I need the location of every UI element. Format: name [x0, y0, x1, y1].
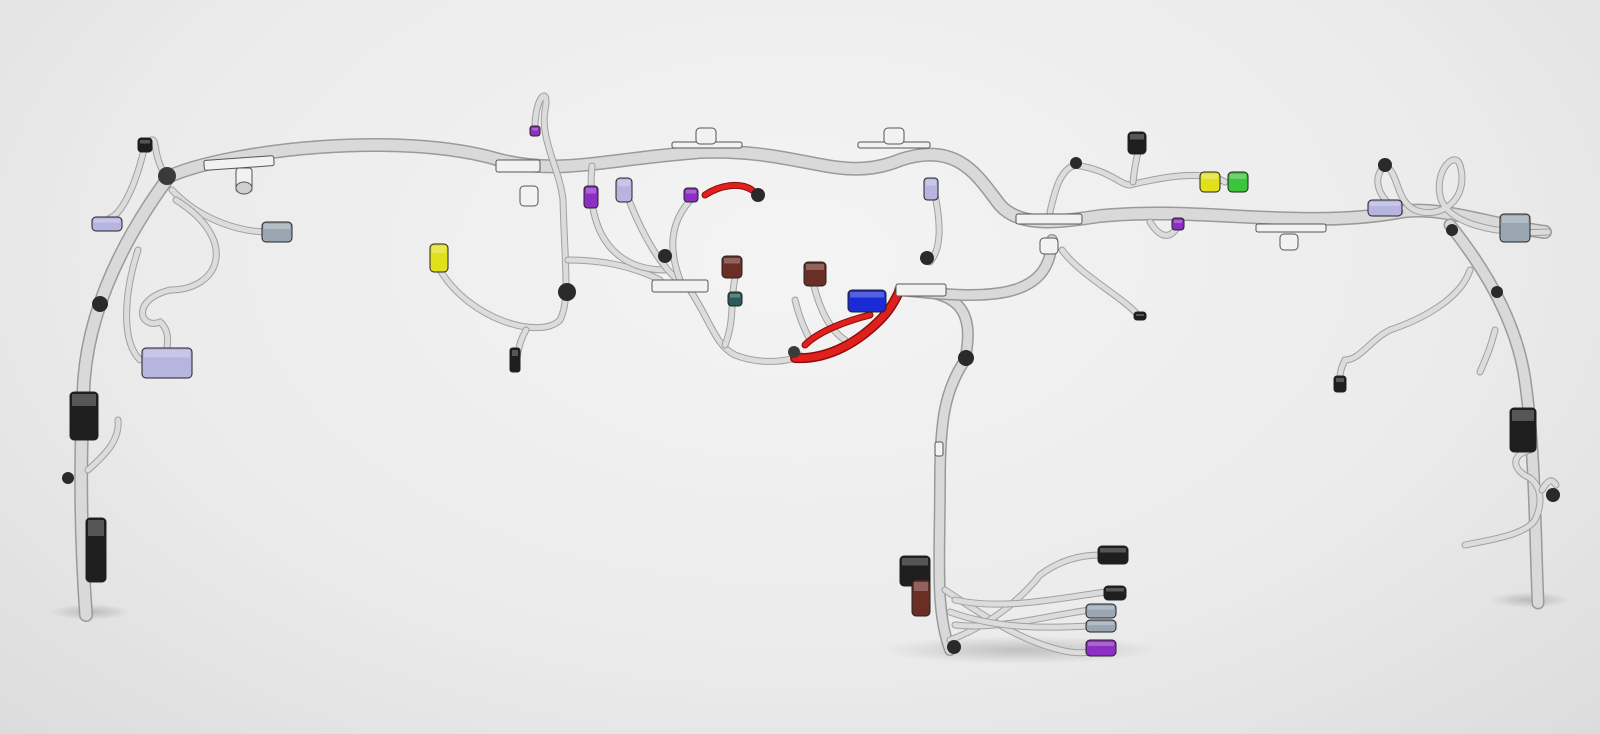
connector-brown: [803, 261, 827, 287]
connector-green: [1227, 171, 1249, 193]
connector-gray: [1085, 603, 1117, 619]
connector-group: [69, 125, 1537, 657]
connector-brown: [911, 579, 931, 617]
connector-black: [1097, 545, 1129, 565]
connector-yellow: [1199, 171, 1221, 193]
left-drop-trunk: [74, 171, 175, 622]
main-trunk: [163, 138, 1552, 239]
connector-black: [1133, 311, 1147, 321]
connector-black: [899, 555, 931, 587]
connector-black: [509, 347, 521, 373]
connector-purple: [529, 125, 541, 137]
connector-lavender: [91, 216, 123, 232]
connector-black: [1509, 407, 1537, 453]
connector-black: [1333, 375, 1347, 393]
floor-shadow: [880, 636, 1160, 664]
connector-gray: [261, 221, 293, 243]
connector-brown: [721, 255, 743, 279]
connector-black: [137, 137, 153, 153]
floor-shadow: [1490, 592, 1570, 608]
connector-black: [85, 517, 107, 583]
connector-yellow: [429, 243, 449, 273]
connector-lavender: [615, 177, 633, 203]
connector-lavender: [141, 347, 193, 379]
connector-purple: [583, 185, 599, 209]
connector-lavender: [923, 177, 939, 201]
mounting-brackets: [62, 127, 1560, 654]
connector-purple: [1171, 217, 1185, 231]
thin-branches: [84, 92, 1560, 657]
connector-purple: [1085, 639, 1117, 657]
connector-black: [1103, 585, 1127, 601]
connector-gray: [1499, 213, 1531, 243]
connector-black: [69, 391, 99, 441]
connector-gray: [1085, 619, 1117, 633]
red-sleeved-branch: [701, 181, 905, 364]
connector-teal: [727, 291, 743, 307]
connector-purple: [683, 187, 699, 203]
right-drop-trunk: [1443, 218, 1545, 610]
connector-blue: [847, 289, 887, 313]
connector-black: [1127, 131, 1147, 155]
connector-lavender: [1367, 199, 1403, 217]
